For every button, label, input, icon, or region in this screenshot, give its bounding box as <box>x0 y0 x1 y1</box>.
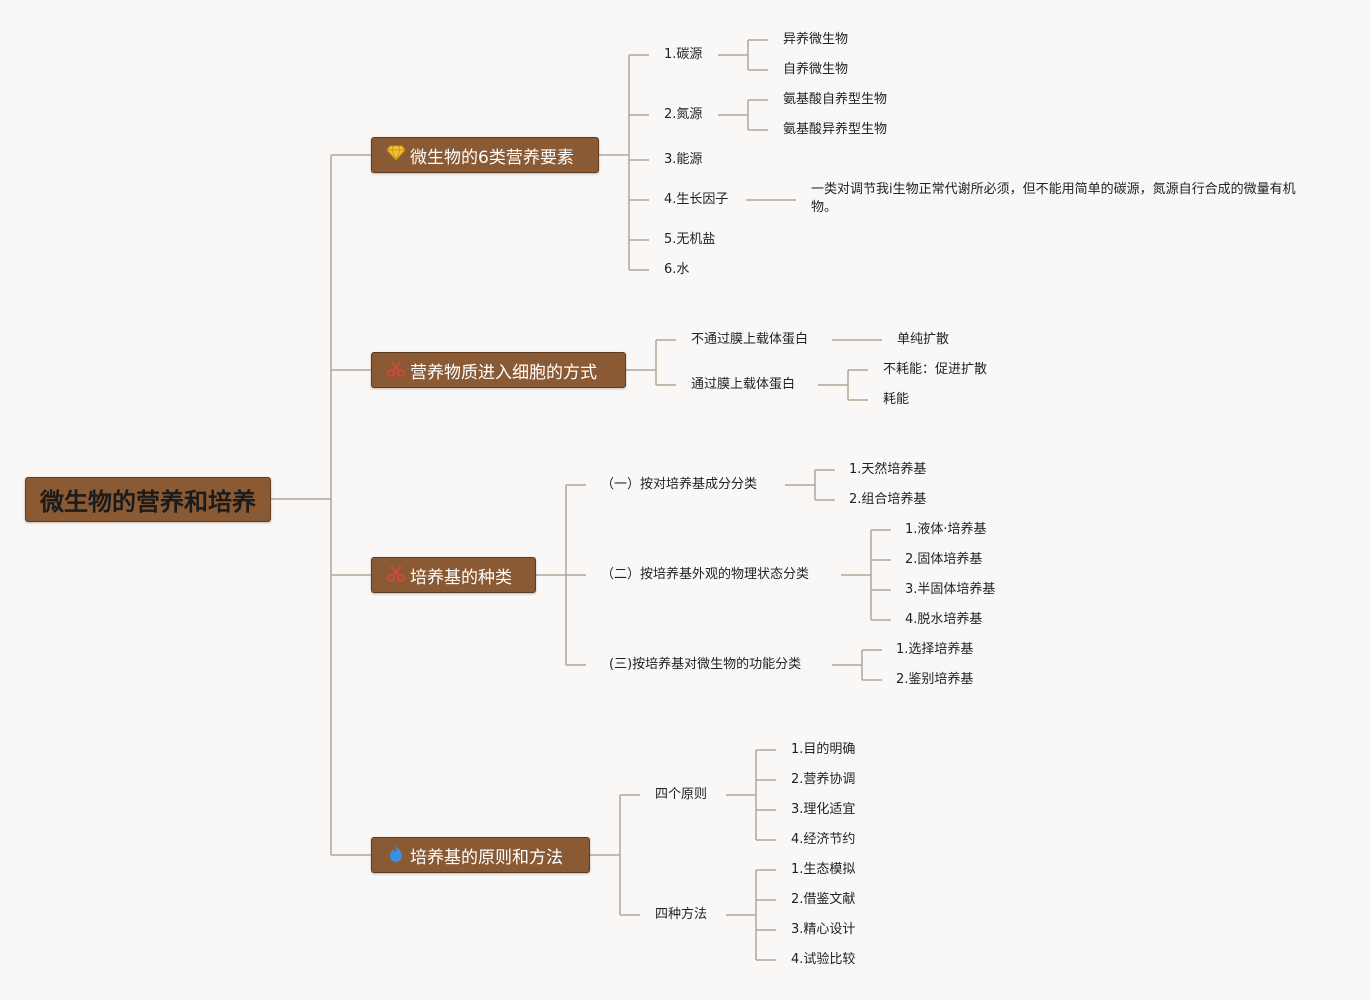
node-autotroph[interactable]: 自养微生物 <box>783 62 849 77</box>
root-topic[interactable]: 微生物的营养和培养 <box>25 477 271 522</box>
node-growth-factor-note[interactable]: 一类对调节我i生物正常代谢所必须，但不能用简单的碳源，氮源自行合成的微量有机物。 <box>811 182 1296 215</box>
topic-nutrients[interactable]: 微生物的6类营养要素 <box>371 137 599 173</box>
node-no-carrier[interactable]: 不通过膜上载体蛋白 <box>691 332 809 347</box>
node-by-function[interactable]: (三)按培养基对微生物的功能分类 <box>609 657 802 672</box>
node-solid-medium[interactable]: 2.固体培养基 <box>905 552 983 567</box>
topic-medium-types-label: 培养基的种类 <box>410 567 512 588</box>
node-selective-medium[interactable]: 1.选择培养基 <box>896 642 974 657</box>
node-synthetic-medium[interactable]: 2.组合培养基 <box>849 492 927 507</box>
node-carbon[interactable]: 1.碳源 <box>664 47 703 62</box>
node-method-4[interactable]: 4.试验比较 <box>791 952 856 967</box>
scissors-icon <box>386 359 406 381</box>
topic-principles-methods-label: 培养基的原则和方法 <box>410 847 563 868</box>
node-method-3[interactable]: 3.精心设计 <box>791 922 856 937</box>
node-by-component[interactable]: （一）按对培养基成分分类 <box>601 477 758 492</box>
node-energy[interactable]: 3.能源 <box>664 152 703 167</box>
topic-medium-types[interactable]: 培养基的种类 <box>371 557 536 593</box>
node-aa-heterotroph[interactable]: 氨基酸异养型生物 <box>783 122 888 137</box>
scissors-icon <box>386 564 406 586</box>
node-liquid-medium[interactable]: 1.液体·培养基 <box>905 522 987 537</box>
node-heterotroph[interactable]: 异养微生物 <box>783 32 849 47</box>
flame-icon <box>386 844 406 866</box>
node-nitrogen[interactable]: 2.氮源 <box>664 107 703 122</box>
node-carrier[interactable]: 通过膜上载体蛋白 <box>691 377 796 392</box>
node-dehydrated-medium[interactable]: 4.脱水培养基 <box>905 612 983 627</box>
topic-transport-label: 营养物质进入细胞的方式 <box>410 362 597 383</box>
node-facilitated-diffusion[interactable]: 不耗能：促进扩散 <box>883 362 988 377</box>
node-simple-diffusion[interactable]: 单纯扩散 <box>897 332 950 347</box>
node-method-2[interactable]: 2.借鉴文献 <box>791 892 856 907</box>
node-inorganic-salt[interactable]: 5.无机盐 <box>664 232 716 247</box>
node-natural-medium[interactable]: 1.天然培养基 <box>849 462 927 477</box>
node-energy-consuming[interactable]: 耗能 <box>883 392 910 407</box>
node-four-principles[interactable]: 四个原则 <box>655 787 708 802</box>
node-differential-medium[interactable]: 2.鉴别培养基 <box>896 672 974 687</box>
node-principle-1[interactable]: 1.目的明确 <box>791 742 856 757</box>
node-semisolid-medium[interactable]: 3.半固体培养基 <box>905 582 996 597</box>
node-principle-3[interactable]: 3.理化适宜 <box>791 802 856 817</box>
topic-principles-methods[interactable]: 培养基的原则和方法 <box>371 837 590 873</box>
topic-transport[interactable]: 营养物质进入细胞的方式 <box>371 352 626 388</box>
node-aa-autotroph[interactable]: 氨基酸自养型生物 <box>783 92 888 107</box>
node-by-state[interactable]: （二）按培养基外观的物理状态分类 <box>601 567 810 582</box>
node-principle-2[interactable]: 2.营养协调 <box>791 772 856 787</box>
node-growth-factor[interactable]: 4.生长因子 <box>664 192 729 207</box>
node-water[interactable]: 6.水 <box>664 262 690 277</box>
node-principle-4[interactable]: 4.经济节约 <box>791 832 856 847</box>
node-four-methods[interactable]: 四种方法 <box>655 907 708 922</box>
diamond-icon <box>386 145 406 165</box>
node-method-1[interactable]: 1.生态模拟 <box>791 862 856 877</box>
root-topic-label: 微生物的营养和培养 <box>40 488 256 516</box>
topic-nutrients-label: 微生物的6类营养要素 <box>410 147 574 168</box>
